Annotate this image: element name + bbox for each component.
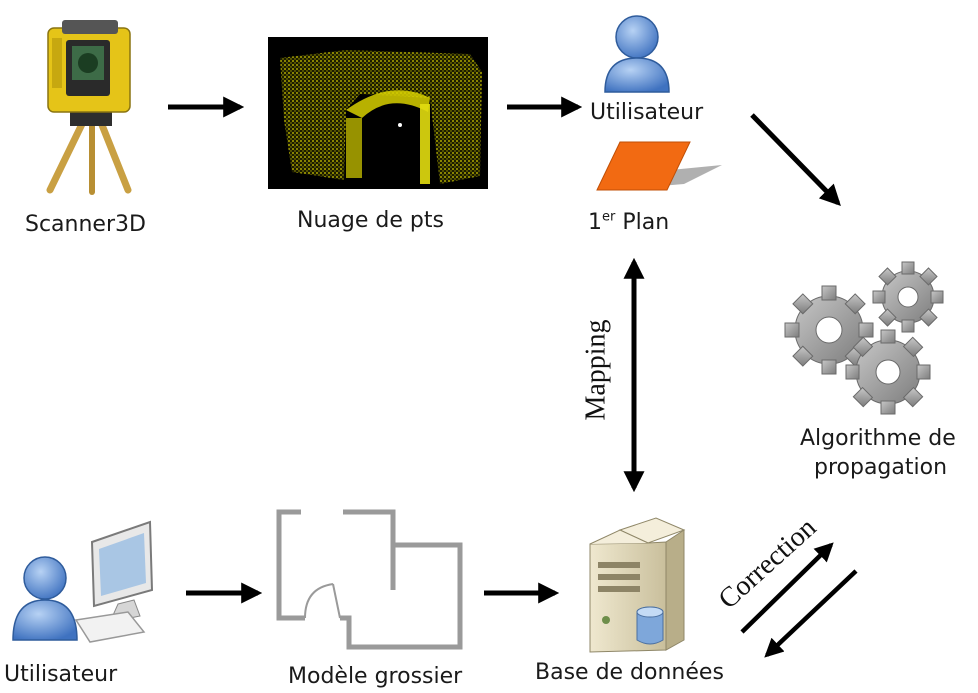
scanner-label: Scanner3D bbox=[25, 212, 146, 237]
database-label: Base de données bbox=[535, 660, 724, 685]
correction-arrow-up bbox=[740, 542, 834, 634]
plan-superscript: er bbox=[602, 209, 616, 225]
coarse-model-label: Modèle grossier bbox=[288, 664, 463, 689]
mapping-label: Mapping bbox=[580, 319, 612, 421]
plan-word: Plan bbox=[622, 210, 670, 235]
point-cloud-label: Nuage de pts bbox=[297, 208, 444, 233]
plan-number: 1 bbox=[588, 210, 602, 235]
plan-label: 1er Plan bbox=[588, 210, 669, 235]
algorithm-label-line2: propagation bbox=[814, 455, 948, 480]
user-top-label: Utilisateur bbox=[590, 100, 704, 125]
algorithm-label-line1: Algorithme de bbox=[800, 426, 956, 451]
arrow-user-to-algorithm bbox=[750, 113, 841, 207]
user-bottom-label: Utilisateur bbox=[4, 662, 118, 687]
correction-arrow-down bbox=[764, 569, 858, 658]
